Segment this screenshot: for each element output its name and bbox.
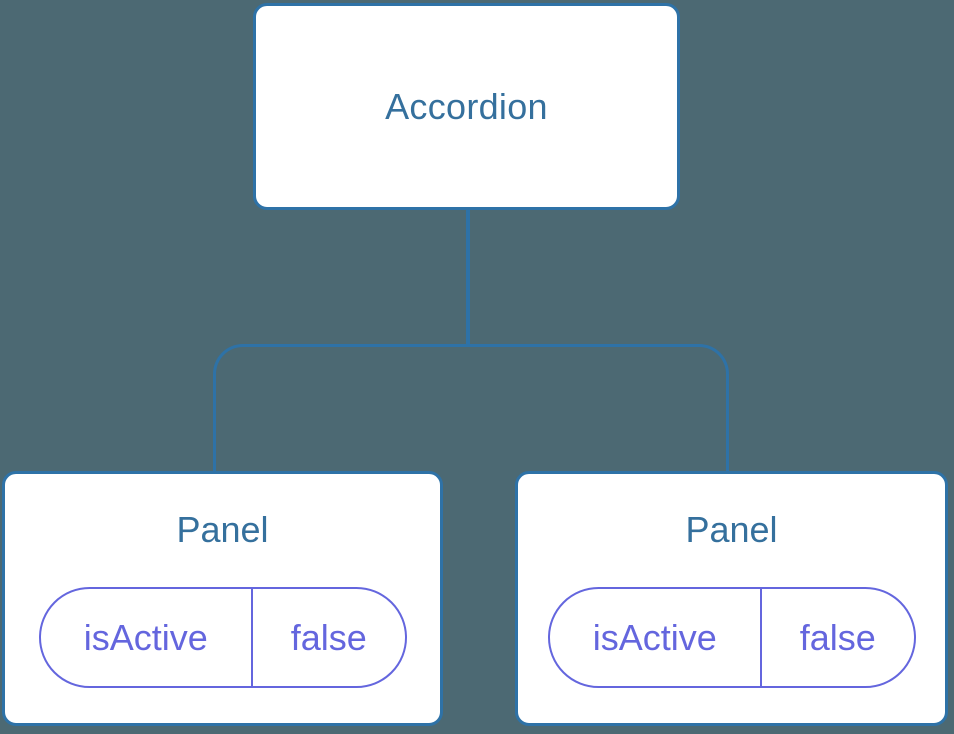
panel-left-label: Panel — [176, 509, 269, 550]
state-pill-right: isActive false — [547, 587, 916, 688]
state-name-right: isActive — [550, 589, 763, 686]
accordion-node: Accordion — [253, 3, 680, 210]
state-value-right: false — [799, 616, 876, 658]
accordion-node-label: Accordion — [385, 85, 548, 127]
state-value-left: false — [290, 616, 367, 658]
connector-bracket — [213, 344, 729, 471]
state-pill-left: isActive false — [38, 587, 407, 688]
panel-node-right: Panel isActive false — [515, 471, 948, 726]
connector-stem — [466, 210, 470, 347]
panel-right-label: Panel — [685, 509, 778, 550]
panel-node-left: Panel isActive false — [2, 471, 443, 726]
state-name-left: isActive — [41, 589, 254, 686]
